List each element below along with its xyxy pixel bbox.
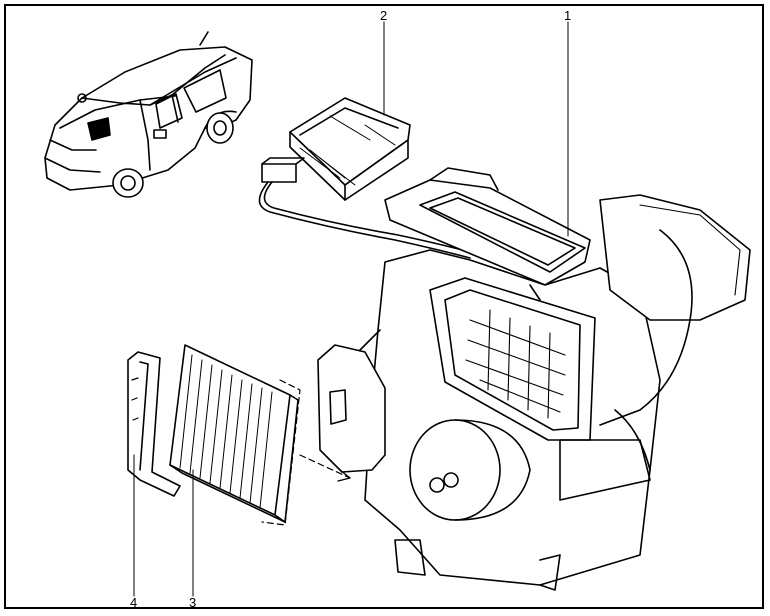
filter-frame <box>127 351 181 497</box>
wiring-harness <box>258 157 471 259</box>
callout-3: 3 <box>189 595 197 610</box>
leader-lines <box>133 21 569 597</box>
control-module <box>289 97 411 201</box>
cabin-filter <box>169 344 299 523</box>
callout-4: 4 <box>130 595 138 610</box>
install-path <box>261 379 351 526</box>
callout-1: 1 <box>564 8 572 23</box>
hvac-unit <box>359 167 751 591</box>
vehicle-location-icon <box>44 31 253 198</box>
callout-2: 2 <box>380 8 388 23</box>
filter-cover <box>317 344 386 473</box>
